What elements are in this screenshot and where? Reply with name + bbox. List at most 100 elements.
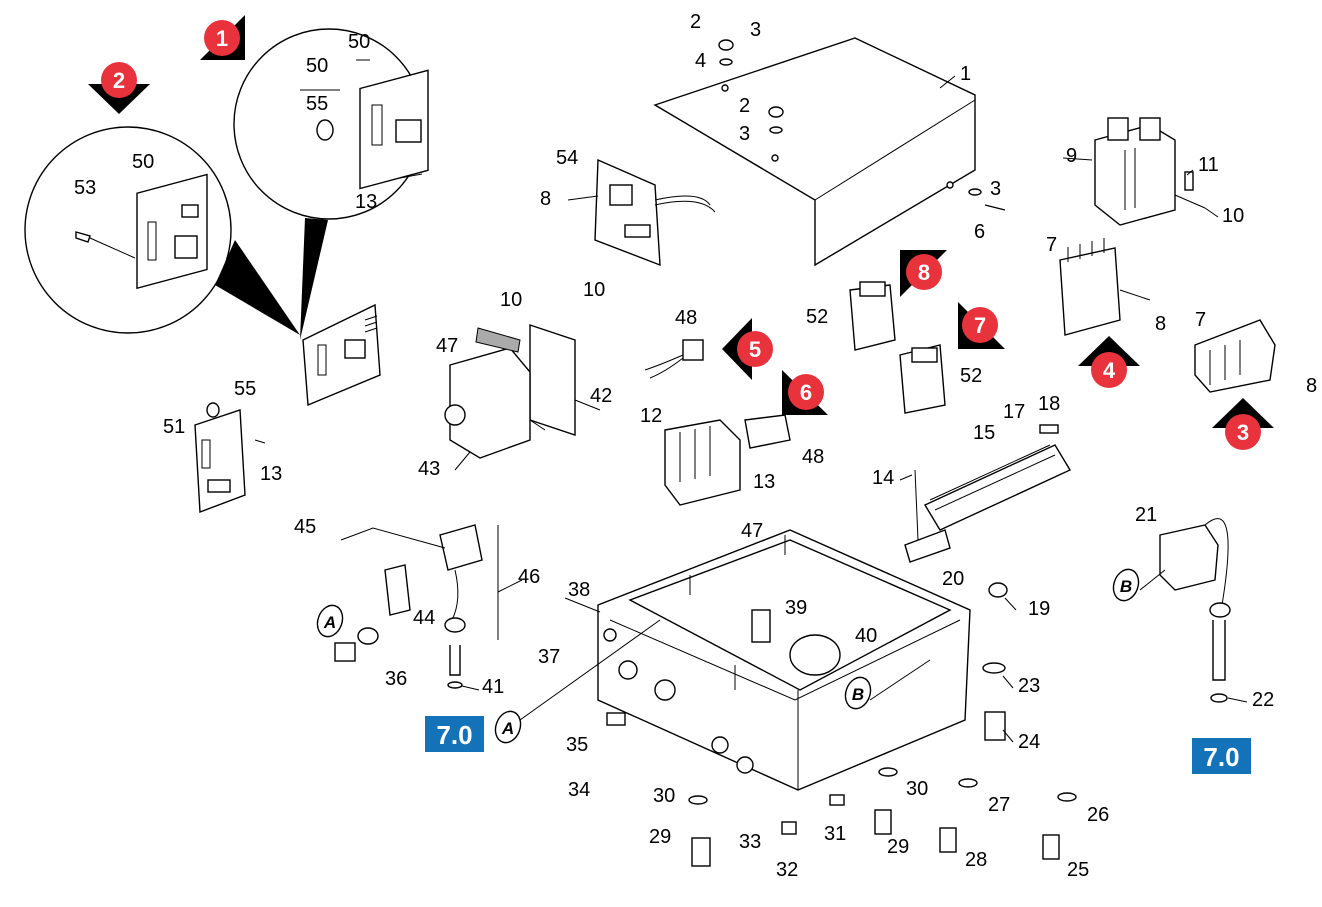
label-47: 47 bbox=[436, 335, 458, 357]
detail-callout-1 bbox=[233, 28, 429, 340]
badge-2: 2 bbox=[88, 62, 150, 114]
svg-text:4: 4 bbox=[1103, 358, 1116, 383]
label-10: 10 bbox=[1222, 205, 1244, 227]
svg-text:6: 6 bbox=[800, 380, 812, 405]
label-30: 30 bbox=[653, 785, 675, 807]
svg-text:7.0: 7.0 bbox=[436, 720, 472, 750]
label-47: 47 bbox=[741, 520, 763, 542]
label-31: 31 bbox=[824, 823, 846, 845]
label-25: 25 bbox=[1067, 859, 1089, 881]
label-8: 8 bbox=[540, 188, 551, 210]
label-53: 53 bbox=[74, 177, 96, 199]
label-8: 8 bbox=[1306, 375, 1317, 397]
badge-4: 4 bbox=[1078, 336, 1140, 388]
label-12: 12 bbox=[640, 405, 662, 427]
relay-48b bbox=[744, 414, 791, 449]
svg-text:8: 8 bbox=[918, 260, 930, 285]
label-2: 2 bbox=[690, 11, 701, 33]
label-3: 3 bbox=[990, 178, 1001, 200]
switch-21 bbox=[1159, 518, 1231, 703]
terminal-strip-15 bbox=[904, 424, 1072, 563]
label-2: 2 bbox=[739, 95, 750, 117]
svg-text:B: B bbox=[852, 685, 864, 704]
svg-text:A: A bbox=[501, 719, 514, 738]
label-6: 6 bbox=[974, 221, 985, 243]
contactor-7b bbox=[1194, 319, 1276, 393]
ref-box-right[interactable]: 7.0 bbox=[1192, 738, 1251, 774]
contactor-7a bbox=[1059, 238, 1151, 336]
label-36: 36 bbox=[385, 668, 407, 690]
enclosure-38 bbox=[597, 529, 971, 791]
label-38: 38 bbox=[568, 579, 590, 601]
badge-1: 1 bbox=[200, 15, 245, 60]
switch-46 bbox=[334, 524, 483, 689]
module-52b bbox=[899, 344, 946, 414]
badge-5: 5 bbox=[722, 318, 773, 380]
label-52: 52 bbox=[960, 365, 982, 387]
label-48: 48 bbox=[675, 307, 697, 329]
badge-8: 8 bbox=[900, 250, 947, 297]
label-42: 42 bbox=[590, 385, 612, 407]
label-22: 22 bbox=[1252, 689, 1274, 711]
bracket-42 bbox=[529, 324, 576, 436]
label-41: 41 bbox=[482, 676, 504, 698]
label-3: 3 bbox=[739, 123, 750, 145]
label-14: 14 bbox=[872, 467, 894, 489]
label-46: 46 bbox=[518, 566, 540, 588]
label-28: 28 bbox=[965, 849, 987, 871]
label-26: 26 bbox=[1087, 804, 1109, 826]
circled-b-1: B bbox=[844, 676, 872, 710]
svg-text:B: B bbox=[1120, 577, 1132, 596]
label-55: 55 bbox=[234, 378, 256, 400]
badge-6: 6 bbox=[782, 370, 828, 415]
part-labels: 1 2 2 3 3 3 4 6 7 7 8 8 8 9 10 10 10 11 … bbox=[74, 11, 1317, 881]
pcb-54 bbox=[567, 158, 716, 267]
label-50: 50 bbox=[132, 151, 154, 173]
label-50: 50 bbox=[306, 55, 328, 77]
pcb-51 bbox=[194, 402, 266, 513]
relay-48a bbox=[644, 339, 704, 379]
label-40: 40 bbox=[855, 625, 877, 647]
label-13: 13 bbox=[260, 463, 282, 485]
label-4: 4 bbox=[695, 50, 706, 72]
label-55: 55 bbox=[306, 93, 328, 115]
label-48: 48 bbox=[802, 446, 824, 468]
module-52a bbox=[849, 281, 896, 351]
label-35: 35 bbox=[566, 734, 588, 756]
label-39: 39 bbox=[785, 597, 807, 619]
label-54: 54 bbox=[556, 147, 578, 169]
label-37: 37 bbox=[538, 646, 560, 668]
label-10: 10 bbox=[583, 279, 605, 301]
label-3: 3 bbox=[750, 19, 761, 41]
label-9: 9 bbox=[1066, 145, 1077, 167]
housing-43 bbox=[444, 347, 531, 459]
cover-1 bbox=[653, 37, 1006, 267]
label-52: 52 bbox=[806, 306, 828, 328]
label-7: 7 bbox=[1195, 309, 1206, 331]
label-13: 13 bbox=[753, 471, 775, 493]
svg-text:7.0: 7.0 bbox=[1203, 742, 1239, 772]
svg-text:5: 5 bbox=[749, 337, 761, 362]
label-23: 23 bbox=[1018, 675, 1040, 697]
label-44: 44 bbox=[413, 607, 435, 629]
gasket-47a bbox=[475, 327, 521, 353]
circled-b-2: B bbox=[1112, 568, 1140, 602]
label-34: 34 bbox=[568, 779, 590, 801]
badge-7: 7 bbox=[958, 302, 1005, 349]
label-13: 13 bbox=[355, 191, 377, 213]
label-51: 51 bbox=[163, 416, 185, 438]
label-15: 15 bbox=[973, 422, 995, 444]
svg-text:2: 2 bbox=[113, 68, 125, 93]
svg-text:A: A bbox=[323, 613, 336, 632]
pcb-50 bbox=[302, 303, 381, 407]
label-29: 29 bbox=[887, 836, 909, 858]
label-20: 20 bbox=[942, 568, 964, 590]
label-19: 19 bbox=[1028, 598, 1050, 620]
label-33: 33 bbox=[739, 831, 761, 853]
label-18: 18 bbox=[1038, 393, 1060, 415]
label-45: 45 bbox=[294, 516, 316, 538]
ref-box-left[interactable]: 7.0 bbox=[425, 716, 484, 752]
label-17: 17 bbox=[1003, 401, 1025, 423]
svg-text:3: 3 bbox=[1237, 420, 1249, 445]
